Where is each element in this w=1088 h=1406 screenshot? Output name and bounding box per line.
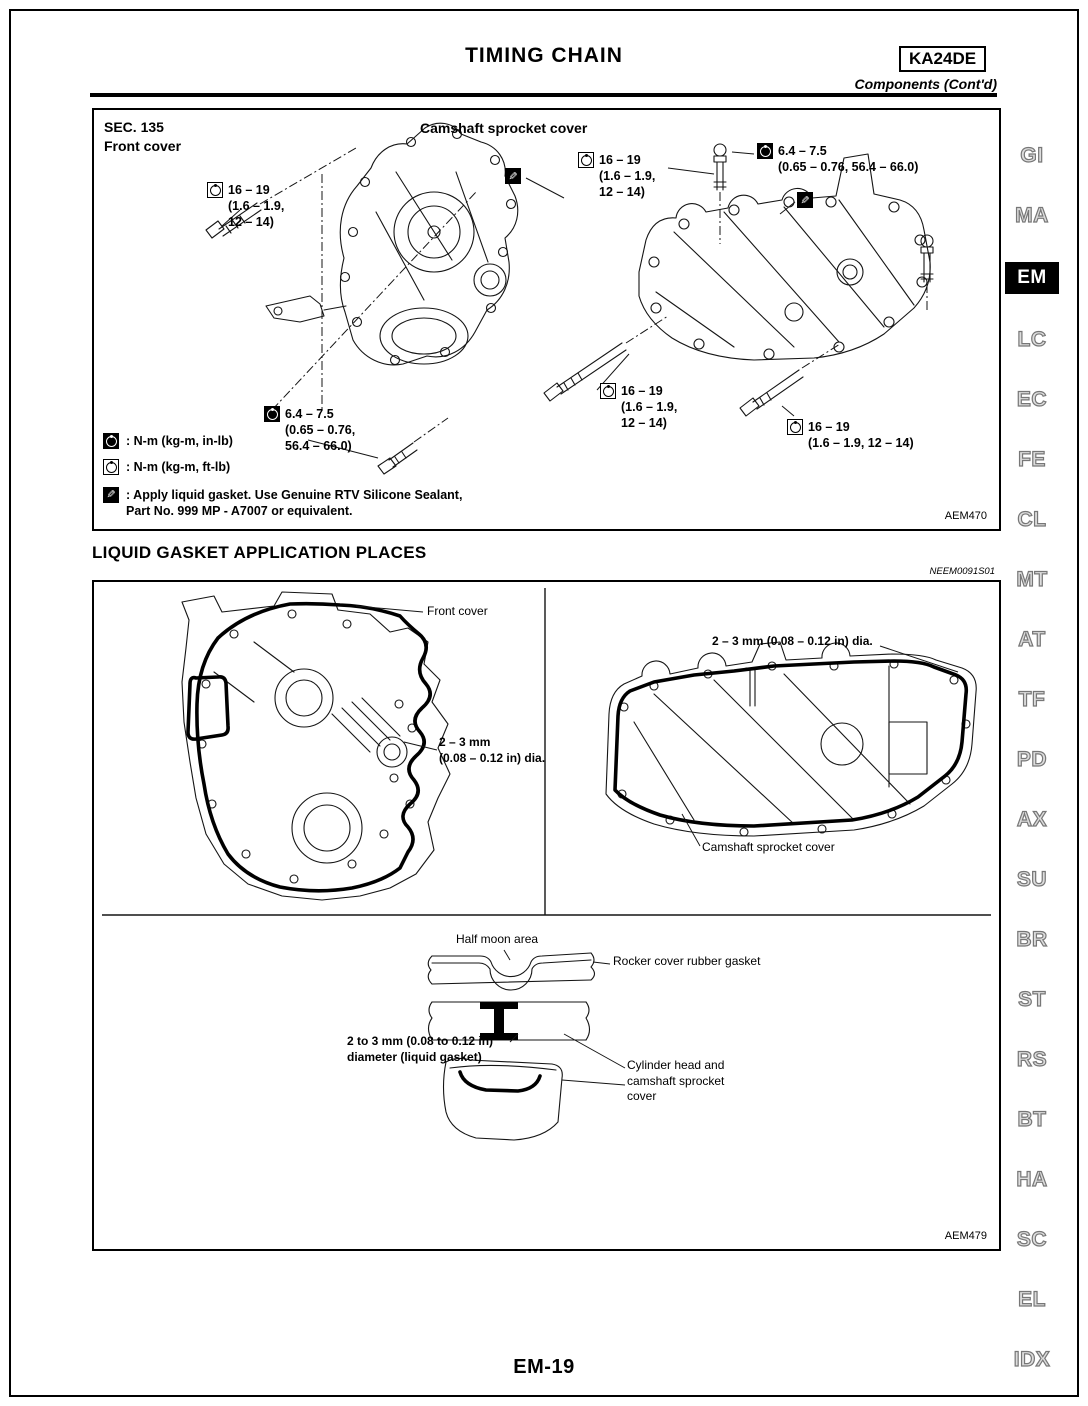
sidebar-tab-em: EM <box>1005 262 1059 294</box>
torque-ftlb-icon <box>103 459 119 475</box>
sidebar-tab-br: BR <box>1016 927 1048 951</box>
torque-callout-cam-top: 16 – 19 (1.6 – 1.9, 12 – 14) <box>578 152 655 200</box>
cylinder-head-label: Cylinder head and camshaft sprocket cove… <box>627 1058 725 1104</box>
sidebar-tab-su: SU <box>1016 867 1048 891</box>
liquid-gasket-figure: Front cover 2 – 3 mm (0.08 – 0.12 in) di… <box>92 580 1001 1251</box>
torque-callout-cam-mid: 16 – 19 (1.6 – 1.9, 12 – 14) <box>600 383 677 431</box>
torque-value: 16 – 19 (1.6 – 1.9, 12 – 14) <box>599 153 656 199</box>
legend-text: : N-m (kg-m, in-lb) <box>126 434 233 448</box>
sidebar-tab-ec: EC <box>1016 387 1048 411</box>
torque-callout-cam-top-right: 6.4 – 7.5 (0.65 – 0.76, 56.4 – 66.0) <box>757 143 918 175</box>
label-leader-lines <box>355 605 959 1086</box>
legend-ftlb: : N-m (kg-m, ft-lb) <box>103 459 230 475</box>
torque-ftlb-icon <box>578 152 594 168</box>
legend-text: : Apply liquid gasket. Use Genuine RTV S… <box>126 488 463 519</box>
section-subtitle: Components (Cont'd) <box>854 76 997 92</box>
sidebar-tab-mt: MT <box>1016 567 1048 591</box>
torque-value: 16 – 19 (1.6 – 1.9, 12 – 14) <box>808 420 914 450</box>
sidebar-tab-gi: GI <box>1020 143 1044 167</box>
sidebar-tab-ma: MA <box>1015 203 1049 227</box>
rocker-gasket-label: Rocker cover rubber gasket <box>613 954 761 968</box>
timing-chain-components-diagram <box>205 122 934 475</box>
sidebar-tab-fe: FE <box>1017 447 1046 471</box>
torque-inlb-icon <box>264 406 280 422</box>
sidebar-tab-ha: HA <box>1016 1167 1048 1191</box>
torque-value: 16 – 19 (1.6 – 1.9, 12 – 14) <box>228 183 285 229</box>
figure-section-label: SEC. 135 Front cover <box>104 119 182 154</box>
camshaft-cover-label: Camshaft sprocket cover <box>702 840 835 854</box>
sidebar-tab-at: AT <box>1018 627 1046 651</box>
header-rule <box>90 93 997 97</box>
front-cover-label: Front cover <box>427 604 488 618</box>
torque-value: 6.4 – 7.5 (0.65 – 0.76, 56.4 – 66.0) <box>778 144 919 174</box>
sidebar-tab-lc: LC <box>1017 327 1047 351</box>
page-title: TIMING CHAIN <box>465 44 623 67</box>
bead-size-label: 2 to 3 mm (0.08 to 0.12 in) diameter (li… <box>347 1034 494 1064</box>
camshaft-sprocket-cover-drawing <box>543 143 934 417</box>
model-badge: KA24DE <box>899 46 987 72</box>
sidebar-tab-el: EL <box>1017 1287 1046 1311</box>
torque-ftlb-icon <box>787 419 803 435</box>
sidebar-tab-rs: RS <box>1016 1047 1048 1071</box>
legend-text: : N-m (kg-m, ft-lb) <box>126 460 231 474</box>
figure-code: AEM479 <box>944 1230 987 1242</box>
sidebar-tab-pd: PD <box>1016 747 1048 771</box>
gasket-bead-paths <box>186 601 969 1093</box>
torque-callout-front-bottom: 6.4 – 7.5 (0.65 – 0.76, 56.4 – 66.0) <box>264 406 355 454</box>
reference-code: NEEM0091S01 <box>929 566 995 577</box>
front-bead-diameter-label: 2 – 3 mm (0.08 – 0.12 in) dia. <box>439 735 546 765</box>
front-cover-drawing <box>205 122 519 475</box>
legend-gasket: : Apply liquid gasket. Use Genuine RTV S… <box>103 487 462 520</box>
sidebar-tab-ax: AX <box>1016 807 1048 831</box>
torque-callout-front-left: 16 – 19 (1.6 – 1.9, 12 – 14) <box>207 182 284 230</box>
cross-section-drawing <box>427 952 596 1141</box>
liquid-gasket-icon <box>103 487 119 503</box>
components-figure: SEC. 135 Front cover Camshaft sprocket c… <box>92 108 1001 531</box>
sidebar-tab-tf: TF <box>1018 687 1046 711</box>
liquid-gasket-diagram <box>102 588 991 1141</box>
gasket-bead-cross-section <box>480 1002 518 1040</box>
sidebar-tab-st: ST <box>1017 987 1046 1011</box>
camshaft-cover-gasket-drawing <box>605 641 977 837</box>
sidebar-tab-idx: IDX <box>1013 1347 1051 1371</box>
torque-value: 6.4 – 7.5 (0.65 – 0.76, 56.4 – 66.0) <box>285 407 356 453</box>
figure-code: AEM470 <box>944 510 987 522</box>
page-number: EM-19 <box>513 1356 575 1378</box>
torque-inlb-icon <box>757 143 773 159</box>
camshaft-cover-title: Camshaft sprocket cover <box>420 120 588 136</box>
sidebar-tab-sc: SC <box>1016 1227 1048 1251</box>
torque-ftlb-icon <box>600 383 616 399</box>
torque-value: 16 – 19 (1.6 – 1.9, 12 – 14) <box>621 384 678 430</box>
bolt-axis-lines <box>259 147 928 443</box>
cam-bead-diameter-label: 2 – 3 mm (0.08 – 0.12 in) dia. <box>712 634 873 648</box>
liquid-gasket-icon <box>797 192 813 208</box>
section-tab-sidebar: GI MA EM LC EC FE CL MT AT TF PD AX SU B… <box>996 142 1068 1406</box>
torque-ftlb-icon <box>207 182 223 198</box>
torque-inlb-icon <box>103 433 119 449</box>
torque-callout-cam-right: 16 – 19 (1.6 – 1.9, 12 – 14) <box>787 419 914 451</box>
front-cover-gasket-drawing <box>181 591 451 901</box>
figure-dividers <box>102 588 991 916</box>
legend-inlb: : N-m (kg-m, in-lb) <box>103 433 233 449</box>
sidebar-tab-cl: CL <box>1017 507 1047 531</box>
half-moon-area-label: Half moon area <box>456 932 539 946</box>
liquid-gasket-icon <box>505 168 521 184</box>
section-heading: LIQUID GASKET APPLICATION PLACES <box>92 543 427 562</box>
sidebar-tab-bt: BT <box>1017 1107 1047 1131</box>
